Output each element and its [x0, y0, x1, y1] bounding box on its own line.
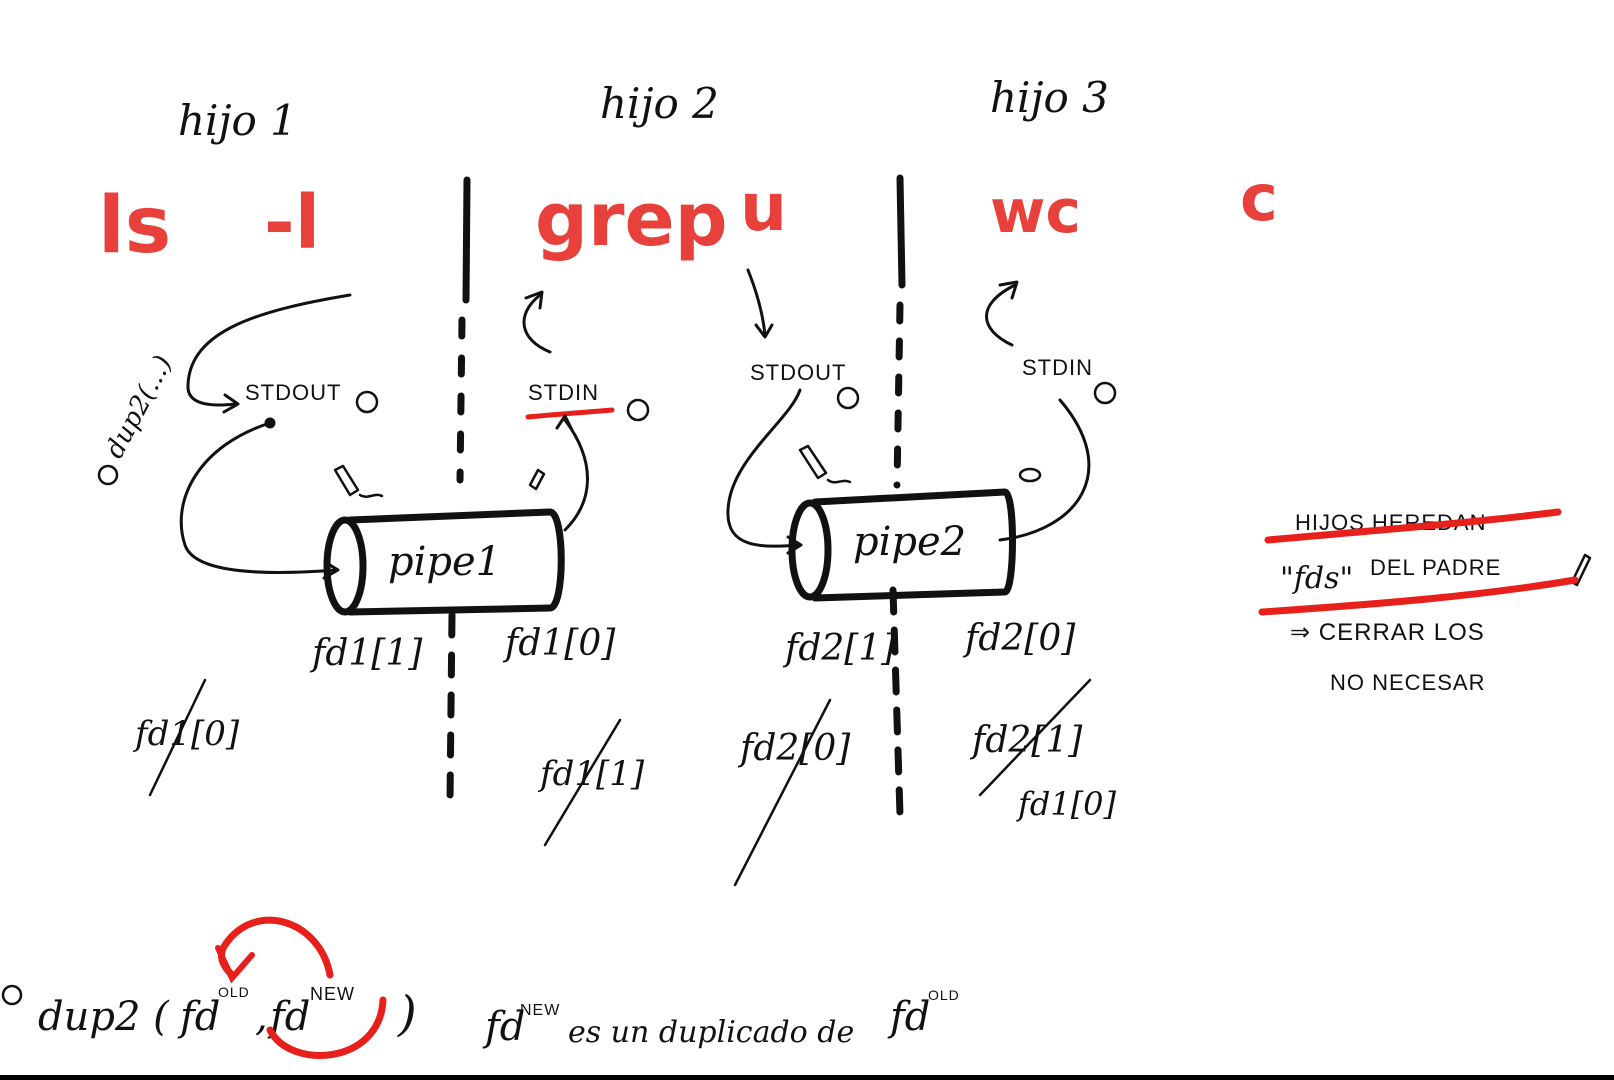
- note-line-4: NO NECESAR: [1330, 670, 1485, 695]
- command-grep: grep: [535, 177, 728, 263]
- arrow-pipe2-to-stdin3: [998, 398, 1091, 542]
- command-u: u: [740, 169, 787, 246]
- child-label-2: hijo 2: [600, 79, 719, 128]
- pipe2-label: pipe2: [853, 519, 966, 565]
- stdin-label-2: STDIN: [528, 380, 599, 405]
- explain-new-sup: NEW: [520, 1002, 560, 1019]
- stdin-label-3: STDIN: [1022, 355, 1093, 380]
- formula-close: ): [397, 986, 417, 1042]
- command-wc: wc: [990, 177, 1081, 247]
- cog-icon: [1, 381, 1117, 1006]
- explain-fd: fd: [482, 1004, 525, 1050]
- stdout-label-2: STDOUT: [750, 360, 846, 385]
- dup2-side-label: dup2(...): [100, 351, 179, 464]
- note-underline-1: [1264, 508, 1562, 544]
- closed-fd1-read-hijo3: fd1[0]: [1016, 785, 1117, 823]
- formula-old-sup: OLD: [218, 984, 250, 1000]
- fd2-write-label: fd2[1]: [782, 628, 896, 669]
- arrow-dup2-hijo1: [186, 293, 352, 414]
- strike-4: [978, 678, 1092, 797]
- separator-1: [446, 176, 471, 804]
- strike-1: [148, 678, 207, 797]
- stdout-label-1: STDOUT: [245, 380, 341, 405]
- bottom-border: [0, 1075, 1614, 1080]
- pencil-icon: [333, 444, 1592, 587]
- strike-3: [733, 698, 832, 887]
- arrow-stdout-to-pipe1: [179, 417, 340, 580]
- child-label-3: hijo 3: [990, 73, 1109, 122]
- closed-fd1-write-hijo2: fd1[1]: [537, 754, 645, 794]
- arrow-stdout-to-pipe2: [726, 388, 803, 555]
- swap-arrows: [215, 916, 387, 1059]
- arrow-pipe1-to-stdin: [555, 414, 589, 532]
- fd1-write-label: fd1[1]: [309, 633, 423, 674]
- note-line-2: DEL PADRE: [1370, 555, 1501, 580]
- formula-new-sup: NEW: [310, 984, 355, 1004]
- explain-text: es un duplicado de: [568, 1015, 854, 1050]
- child-label-1: hijo 1: [178, 96, 297, 145]
- note-line-3: ⇒ CERRAR LOS: [1290, 619, 1485, 646]
- formula-dup2: dup2 (: [38, 994, 170, 1040]
- note-fds: "fds": [1280, 561, 1353, 596]
- explain-old-sup: OLD: [928, 987, 960, 1003]
- explain-fd-old: fd: [887, 994, 930, 1040]
- fd1-read-label: fd1[0]: [502, 623, 616, 664]
- closed-fd2-read-hijo2: fd2[0]: [737, 728, 851, 769]
- formula-fd-old: fd: [177, 994, 220, 1040]
- separator-2: [889, 174, 906, 819]
- command-dash-l: -l: [264, 180, 320, 266]
- pipe1-cylinder: [323, 508, 565, 616]
- arrow-stdin-to-grep: [522, 290, 552, 354]
- arrow-stdin3-to-wc: [985, 280, 1019, 347]
- note-underline-2: [1258, 576, 1579, 616]
- pipe1-label: pipe1: [388, 539, 501, 585]
- command-ls: ls: [98, 181, 171, 271]
- closed-fd2-write-hijo3: fd2[1]: [969, 720, 1083, 761]
- command-c: c: [1240, 162, 1278, 236]
- formula-comma: ,: [255, 994, 268, 1040]
- stdin-underline: [525, 407, 615, 420]
- fd2-read-label: fd2[0]: [962, 618, 1076, 659]
- arrow-u-to-stdout: [746, 268, 774, 339]
- strike-2: [543, 718, 622, 847]
